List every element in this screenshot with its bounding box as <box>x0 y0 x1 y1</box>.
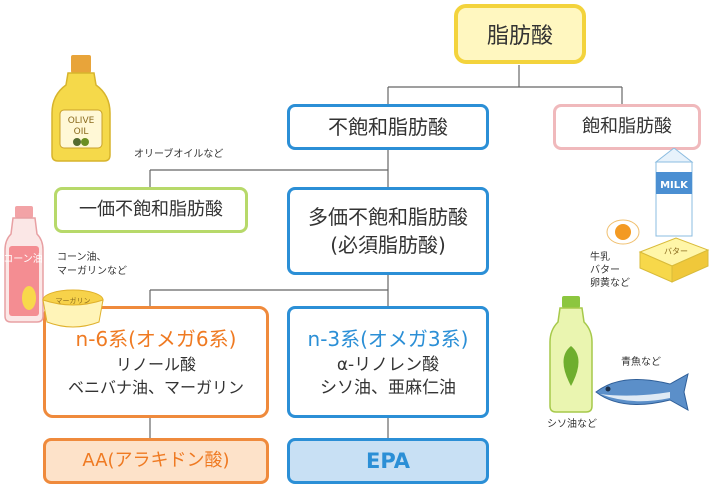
n3-line1: α-リノレン酸 <box>336 355 440 375</box>
n3-title: n-3系(オメガ3系) <box>307 327 469 351</box>
corn-caption-1: コーン油、 <box>57 252 107 263</box>
poly-line1: 多価不飽和脂肪酸 <box>308 205 468 229</box>
margarine-tub-icon: マーガリン <box>42 289 104 328</box>
butter-icon: バター <box>638 237 710 283</box>
epa-box: EPA <box>287 438 489 484</box>
poly-line2: (必須脂肪酸) <box>330 233 446 257</box>
butter-label: バター <box>664 247 688 256</box>
corn-oil-bottle-icon: コーン油 <box>3 206 44 323</box>
aa-label: AA(アラキドン酸) <box>82 450 230 471</box>
fish-caption: 青魚など <box>621 357 661 368</box>
n6-box: n-6系(オメガ6系) リノール酸 ベニバナ油、マーガリン <box>43 306 269 418</box>
unsaturated-label: 不飽和脂肪酸 <box>328 115 448 139</box>
n6-line2: ベニバナ油、マーガリン <box>67 378 244 397</box>
root-box: 脂肪酸 <box>454 4 586 64</box>
corn-caption-2: マーガリンなど <box>57 266 127 277</box>
shiso-oil-bottle-icon <box>549 296 593 413</box>
olive-caption: オリーブオイルなど <box>134 149 224 160</box>
epa-label: EPA <box>365 449 411 473</box>
milk-carton-icon: MILK <box>654 148 694 237</box>
egg-yolk-icon <box>606 219 640 245</box>
milk-caption-3: 卵黄など <box>590 278 630 289</box>
margarine-label: マーガリン <box>56 296 91 305</box>
poly-box: 多価不飽和脂肪酸 (必須脂肪酸) <box>287 187 489 275</box>
n3-box: n-3系(オメガ3系) α-リノレン酸 シソ油、亜麻仁油 <box>287 306 489 418</box>
blue-fish-icon <box>595 373 689 411</box>
mono-label: 一価不飽和脂肪酸 <box>79 199 223 220</box>
shiso-caption: シソ油など <box>547 419 597 430</box>
root-label: 脂肪酸 <box>486 24 553 49</box>
olive-oil-bottle-icon: OLIVE OIL <box>51 55 111 162</box>
aa-box: AA(アラキドン酸) <box>43 438 269 484</box>
milk-label: MILK <box>660 180 689 191</box>
milk-caption-1: 牛乳 <box>590 252 610 263</box>
mono-box: 一価不飽和脂肪酸 <box>54 187 248 233</box>
olive-label-1: OLIVE <box>68 116 95 126</box>
milk-caption-2: バター <box>590 265 620 276</box>
saturated-box: 飽和脂肪酸 <box>553 104 701 150</box>
unsaturated-box: 不飽和脂肪酸 <box>287 104 489 150</box>
n6-line1: リノール酸 <box>115 355 196 374</box>
n6-title: n-6系(オメガ6系) <box>75 327 237 351</box>
saturated-label: 飽和脂肪酸 <box>582 116 672 137</box>
olive-label-2: OIL <box>74 127 89 137</box>
n3-line2: シソ油、亜麻仁油 <box>320 378 456 398</box>
corn-bottle-label: コーン油 <box>3 252 43 265</box>
